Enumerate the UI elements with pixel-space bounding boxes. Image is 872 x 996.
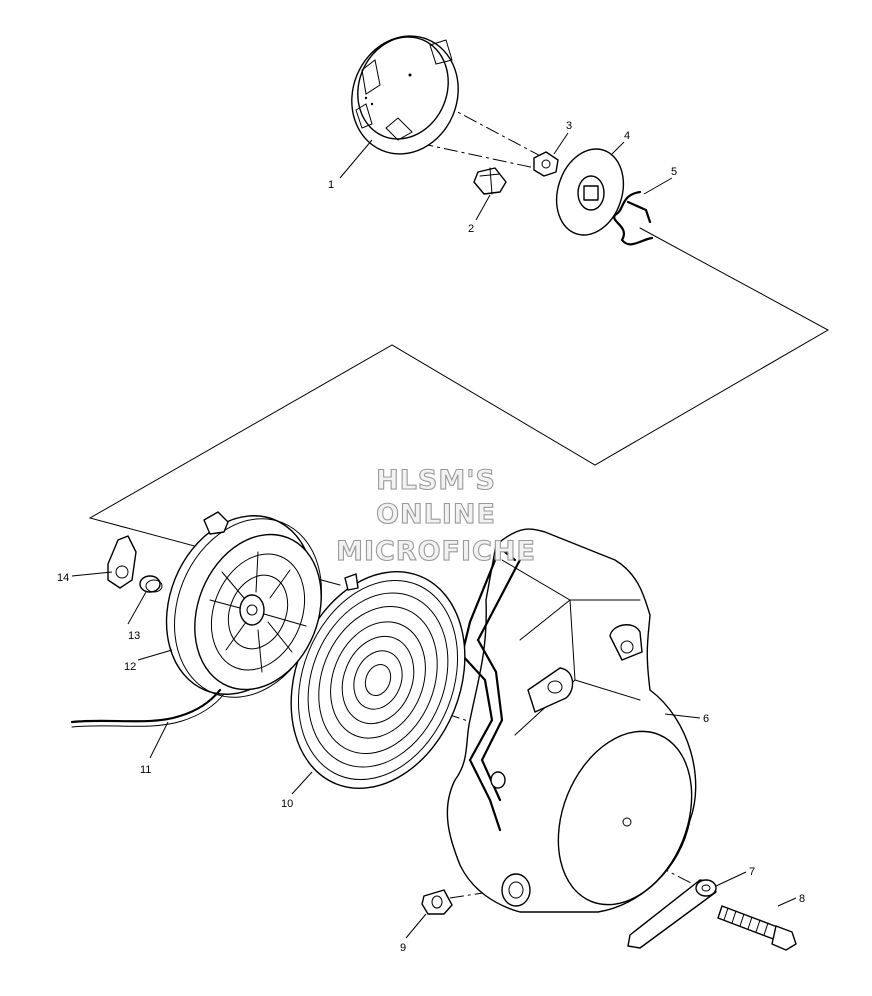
callout-12: 12 <box>124 661 136 673</box>
callout-11: 11 <box>140 764 151 776</box>
callout-labels: 1 2 3 4 5 6 7 8 9 10 11 12 13 14 <box>57 120 805 954</box>
part-11-rope <box>70 688 225 728</box>
callout-8: 8 <box>799 893 805 905</box>
callout-7: 7 <box>749 866 755 878</box>
callout-6: 6 <box>703 713 709 725</box>
callout-leaders <box>71 132 797 939</box>
part-3-nut <box>533 151 559 177</box>
callout-10: 10 <box>281 798 293 810</box>
callout-2: 2 <box>468 223 474 235</box>
callout-1: 1 <box>328 179 334 191</box>
part-7-plate <box>627 879 717 949</box>
watermark-line-2: ONLINE <box>376 499 496 530</box>
part-6-housing <box>446 528 697 913</box>
part-2-bolt <box>473 167 507 195</box>
watermark-line-1: HLSM'S <box>376 465 496 496</box>
watermark: HLSM'S ONLINE MICROFICHE <box>336 464 536 567</box>
callout-3: 3 <box>566 120 572 132</box>
part-9-bushing <box>421 889 453 915</box>
watermark-line-3: MICROFICHE <box>336 536 536 567</box>
callout-14: 14 <box>57 572 69 584</box>
part-14-pawl <box>107 535 137 589</box>
callout-13: 13 <box>128 630 140 642</box>
part-5-spring-clip <box>613 190 654 246</box>
part-13-spring <box>139 575 163 593</box>
callout-4: 4 <box>624 130 630 142</box>
part-4-disc <box>555 148 625 236</box>
callout-5: 5 <box>671 166 677 178</box>
part-1-drive-cup <box>351 35 459 155</box>
part-12-pulley <box>165 511 322 698</box>
callout-9: 9 <box>400 942 406 954</box>
part-8-long-bolt <box>717 905 797 951</box>
